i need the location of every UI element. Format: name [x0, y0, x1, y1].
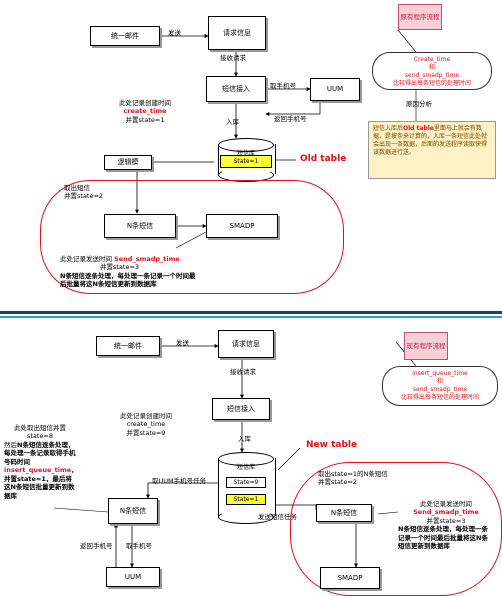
n-sms-label: N条短信 [126, 221, 154, 230]
create-time-status: 并置state=1 [125, 115, 165, 124]
send-note-2-bold: N条短信逐条处理，每处理一条记录一个时间最后批量将这N条短信更新到数据库 [398, 525, 488, 551]
sms-access-label: 短信接入 [222, 84, 250, 93]
unified-email-label: 统一邮件 [111, 31, 139, 40]
logic-module-box: 逻辑模 [104, 155, 152, 170]
smadp-label-2: SMADP [337, 573, 363, 582]
formula-desc: 比较得出每条短信的处理时间 [392, 80, 471, 88]
send-note-bold: N条短信逐条处理，每处理一条记录一个时间最后批量将这N条短信更新到数据库 [60, 271, 196, 289]
state-9-cell: State=9 [226, 477, 266, 488]
return-phone-label: 返回手机号 [274, 115, 307, 123]
receive-request-label-2: 接收请求 [230, 368, 256, 376]
left-note-5: ，并置state=1，最后将这N条短信批量更新到数据库 [4, 466, 78, 500]
create-time-note-2: 此处记录创建时间 create_time 并置state=9 [96, 412, 196, 437]
send-time-note: 此处记录发送时间 Send_smadp_time 并置state=3 N条短信逐… [60, 255, 200, 289]
create-time-field-2: create_time [126, 420, 166, 429]
create-time-status-2: 并置state=9 [126, 428, 166, 437]
sms-database-cylinder-2: 短信库 [218, 452, 276, 524]
left-note-field: insert_queue_time [4, 466, 72, 475]
existing-process-badge: 原有程序流程 [398, 4, 442, 30]
unified-email-box: 统一邮件 [90, 26, 160, 46]
smadp-label: SMADP [229, 221, 255, 230]
smadp-box: SMADP [206, 214, 278, 238]
left-note-2: state=8 [26, 432, 54, 441]
formula-2-op: 和 [436, 378, 443, 386]
unified-email-box-2: 统一邮件 [96, 336, 160, 356]
storage-label: 入库 [226, 118, 239, 126]
sms-access-label-2: 短信接入 [227, 404, 255, 413]
section-divider-accent [0, 316, 502, 318]
send-time-field: Send_smadp_time [114, 255, 180, 263]
request-info-label: 请求信息 [223, 28, 251, 37]
formula-ellipse: Create_time 和 send_smadp_time 比较得出每条短信的处… [372, 52, 492, 90]
formula-a: Create_time [413, 56, 451, 63]
sms-db-label: 短信库 [236, 150, 255, 157]
section-divider [0, 311, 502, 314]
fetch-note-2: 取出state=1的N条短信 并置state=2 [318, 470, 388, 487]
send-time-2-line1: 此处记录发送时间 [420, 500, 472, 508]
sms-access-box: 短信接入 [206, 76, 266, 102]
n-sms-left-label: N条短信 [119, 506, 147, 515]
uum-label-2: UUM [124, 572, 142, 581]
logic-module-label: 逻辑模 [117, 158, 139, 167]
create-time-note-2-line1: 此处记录创建时间 [120, 412, 172, 420]
fetch-2-line2: 并置state=2 [318, 478, 358, 487]
send-time-note-2: 此处记录发送时间 Send_smadp_time 并置state=3 N条短信逐… [398, 500, 494, 551]
current-process-badge: 现有程序流程 [404, 332, 448, 360]
send-task-label: 发送短信任务 [258, 513, 297, 521]
request-info-label-2: 请求信息 [232, 339, 260, 348]
get-phone-label-2: 取手机号 [126, 542, 152, 550]
analysis-pre: 短信入库后 [373, 125, 404, 132]
left-process-note: 此处取出短信并置 state=8 然后N条短信逐条处理，每处理一条记录取得手机号… [4, 424, 78, 500]
fetch-line1: 取出短信 [64, 184, 90, 192]
storage-label-2: 入库 [238, 435, 251, 443]
formula-b: send_smadp_time [404, 72, 460, 80]
n-sms-box-right: N条短信 [316, 504, 372, 522]
left-note-1: 此处取出短信并置 [14, 424, 66, 432]
unified-email-label-2: 统一邮件 [114, 341, 142, 350]
sms-db-label-2: 短信库 [236, 464, 255, 471]
fetch-line2: 并置state=2 [64, 192, 104, 201]
uum-box: UUM [310, 78, 360, 101]
create-time-field: create_time [123, 107, 167, 116]
state-1-cell-2: State=1 [226, 494, 266, 505]
sms-access-box-2: 短信接入 [212, 398, 270, 420]
formula-op: 和 [428, 64, 435, 72]
send-time-line1: 此处记录发送时间 [60, 255, 112, 263]
formula-2-a: insert_queue_time [412, 370, 468, 377]
request-info-box-2: 请求信息 [218, 330, 274, 358]
send-time-status: 并置state=3 [100, 263, 140, 272]
request-info-box: 请求信息 [208, 16, 266, 50]
send-label-2: 发送 [176, 339, 189, 347]
old-table-label: Old table [300, 154, 347, 164]
analysis-note: 短信入库后Old table里面马上就会有数据，是按条来计算的，入库一条短信此处… [368, 121, 496, 179]
analysis-highlight: Old table [403, 125, 434, 132]
left-note-4: N条短信逐条处理，每处理一条记录取得手机号码时间 [4, 440, 76, 466]
smadp-box-2: SMADP [320, 567, 380, 589]
get-uum-task-label: 取UUM手机号任务 [152, 477, 207, 485]
formula-ellipse-2: insert_queue_time 和 send_smadp_time 比较得出… [382, 366, 498, 406]
left-note-3: 然后 [4, 440, 17, 449]
analysis-post: 里面马上就会有数据，是按条来计算的，入库一条短信此处就会出现一条数据，后面的发送… [373, 125, 488, 157]
top-process-oval [40, 180, 344, 294]
get-phone-label: 取手机号 [270, 82, 296, 90]
formula-2-desc: 比较得出每条短信的处理时间 [400, 394, 479, 402]
send-time-2-status: 并置state=3 [426, 516, 466, 525]
uum-box-2: UUM [106, 567, 160, 587]
new-table-label: New table [306, 440, 358, 450]
fetch-note: 取出短信 并置state=2 [64, 184, 103, 201]
return-phone-label-2: 返回手机号 [80, 542, 113, 550]
state-1-cell: State=1 [220, 155, 272, 168]
analysis-label: 原因分析 [406, 100, 432, 108]
send-time-2-field: Send_smadp_time [413, 508, 479, 517]
create-time-note-line1: 此处记录创建时间 [119, 99, 171, 107]
n-sms-right-label: N条短信 [330, 508, 358, 517]
create-time-note: 此处记录创建时间 create_time 并置state=1 [100, 99, 190, 124]
n-sms-box: N条短信 [104, 214, 176, 238]
send-label: 发送 [168, 29, 181, 37]
receive-request-label: 接收请求 [220, 54, 246, 62]
uum-label: UUM [326, 85, 344, 94]
formula-2-b: send_smadp_time [412, 386, 468, 394]
n-sms-box-left: N条短信 [108, 498, 158, 524]
fetch-2-line1: 取出state=1的N条短信 [318, 470, 388, 478]
